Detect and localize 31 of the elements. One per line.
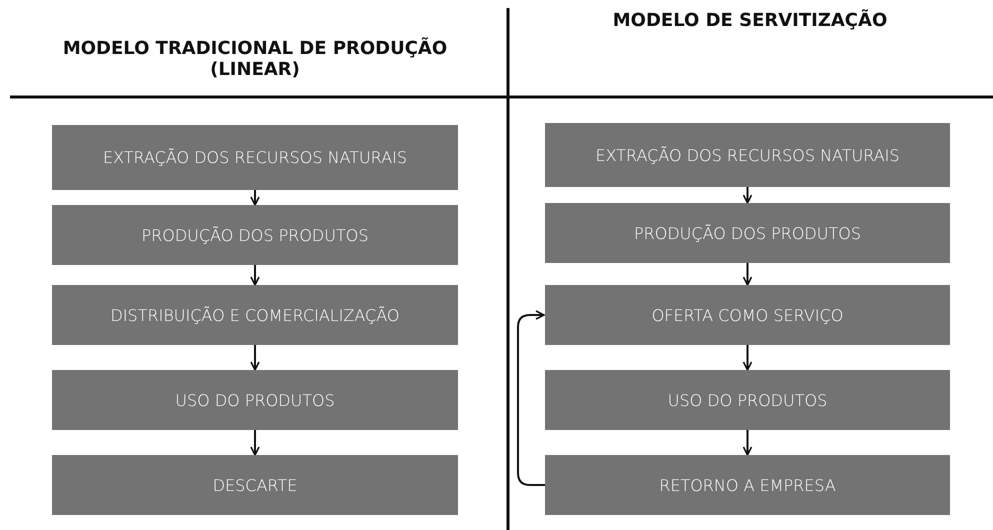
arrow — [517, 310, 545, 486]
step-label: USO DO PRODUTOS — [175, 390, 335, 410]
step-label: DESCARTE — [212, 476, 298, 494]
arrow — [742, 263, 752, 286]
arrow — [742, 430, 752, 456]
process-box — [545, 285, 950, 345]
process-box — [52, 455, 458, 515]
step-label: EXTRAÇÃO DOS RECURSOS NATURAIS — [102, 148, 408, 167]
step-label: USO DO PRODUTOS — [668, 390, 828, 410]
process-box — [545, 123, 950, 187]
arrow — [250, 430, 260, 456]
step-label: RETORNO A EMPRESA — [659, 476, 836, 494]
process-box — [545, 455, 950, 515]
arrow — [250, 265, 260, 286]
column-heading: MODELO DE SERVITIZAÇÃO — [612, 10, 888, 31]
process-box — [52, 125, 458, 190]
arrow — [250, 345, 260, 371]
process-box — [52, 370, 458, 430]
process-box — [545, 370, 950, 430]
step-label: DISTRIBUIÇÃO E COMERCIALIZAÇÃO — [110, 306, 400, 324]
process-box — [545, 203, 950, 263]
process-box — [52, 205, 458, 265]
step-label: OFERTA COMO SERVIÇO — [652, 306, 844, 324]
arrow — [250, 190, 260, 206]
process-box — [52, 285, 458, 345]
arrow — [742, 187, 752, 204]
column-heading: MODELO TRADICIONAL DE PRODUÇÃO (LINEAR) — [62, 38, 448, 80]
step-label: PRODUÇÃO DOS PRODUTOS — [142, 226, 368, 244]
arrow — [742, 345, 752, 371]
step-label: EXTRAÇÃO DOS RECURSOS NATURAIS — [595, 146, 900, 164]
step-label: PRODUÇÃO DOS PRODUTOS — [634, 224, 861, 242]
